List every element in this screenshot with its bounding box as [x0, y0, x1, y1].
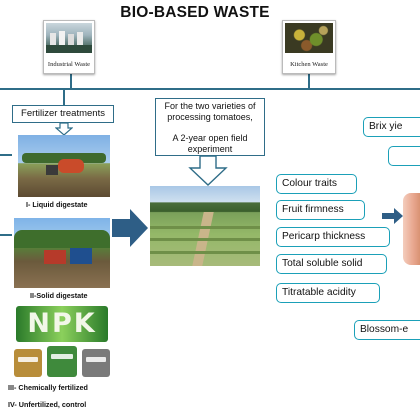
- kitchen-connector: [308, 72, 310, 89]
- blossom-end-box: Blossom-e: [354, 320, 420, 340]
- right-partial-box: [388, 146, 420, 166]
- industrial-waste-label: Industrial Waste: [47, 61, 91, 68]
- main-flow-arrow: [112, 209, 148, 247]
- open-field-photo: [150, 186, 260, 266]
- left-bracket-upper: [0, 154, 12, 156]
- experiment-down-arrow: [188, 156, 228, 186]
- liquid-digestate-caption: I- Liquid digestate: [26, 200, 88, 209]
- brix-yield-box: Brix yie: [363, 117, 420, 137]
- trait-pericarp-thickness: Pericarp thickness: [276, 227, 390, 247]
- experiment-line-2: processing tomatoes,: [167, 112, 253, 123]
- trait-total-soluble-solid: Total soluble solid: [276, 254, 387, 274]
- tomato-photo: [403, 193, 420, 265]
- kitchen-waste-label: Kitchen Waste: [290, 61, 328, 68]
- experiment-line-4: experiment: [187, 143, 233, 154]
- industrial-waste-photo: [46, 23, 92, 53]
- industrial-waste-card: Industrial Waste: [43, 20, 95, 74]
- kitchen-waste-photo: [285, 23, 333, 53]
- experiment-line-3: A 2-year open field: [172, 132, 248, 143]
- solid-digestate-caption: II-Solid digestate: [30, 291, 88, 300]
- diagram-title: BIO-BASED WASTE: [120, 4, 270, 21]
- liquid-digestate-photo: [18, 135, 110, 197]
- left-bracket-lower: [0, 234, 12, 236]
- trait-fruit-firmness: Fruit firmness: [276, 200, 365, 220]
- fertilizer-down-arrow: [55, 123, 73, 136]
- kitchen-waste-card: Kitchen Waste: [282, 20, 336, 74]
- trait-colour: Colour traits: [276, 174, 357, 194]
- fertilizer-bag-3: [82, 349, 110, 377]
- trait-titratable-acidity: Titratable acidity: [276, 283, 380, 303]
- industrial-connector: [70, 72, 72, 89]
- fertilizer-bag-2: [47, 346, 77, 377]
- experiment-box: For the two varieties of processing toma…: [155, 98, 265, 156]
- solid-digestate-photo: [14, 218, 110, 288]
- trait-arrow: [382, 208, 403, 224]
- experiment-line-1: For the two varieties of: [164, 101, 256, 111]
- npk-graphic: NPK: [12, 304, 112, 380]
- chemical-caption: III- Chemically fertilized: [8, 383, 88, 392]
- top-horizontal-connector: [0, 88, 420, 90]
- fertilizer-treatments-label: Fertilizer treatments: [21, 108, 105, 119]
- fertilizer-treatments-box: Fertilizer treatments: [12, 105, 114, 123]
- npk-text: NPK: [27, 308, 97, 339]
- control-caption: IV- Unfertilized, control: [8, 400, 87, 409]
- fertilizer-bag-1: [14, 349, 42, 377]
- fertilizer-connector: [63, 89, 65, 105]
